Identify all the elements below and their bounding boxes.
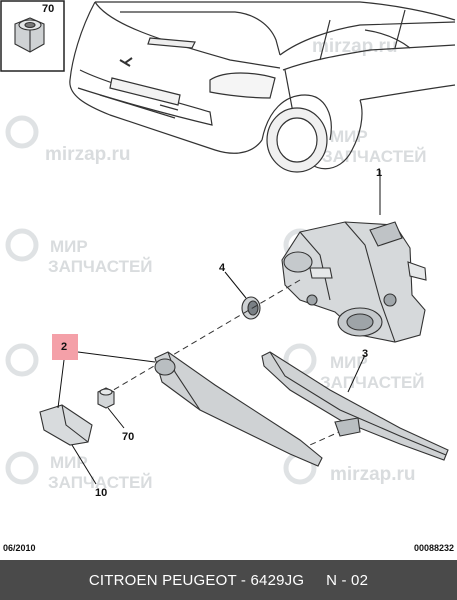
document-code: 00088232 bbox=[413, 543, 454, 553]
watermark-site: mirzap.ru bbox=[312, 36, 398, 57]
watermark-line2: ЗАПЧАСТЕЙ bbox=[320, 373, 425, 392]
watermark-line1: МИР bbox=[50, 453, 88, 472]
part-1-wiper-motor bbox=[281, 221, 427, 343]
callout-4: 4 bbox=[219, 262, 226, 274]
watermark-site: mirzap.ru bbox=[45, 144, 131, 165]
watermark-site: mirzap.ru bbox=[330, 464, 416, 485]
callout-2-highlight bbox=[52, 334, 78, 360]
part-3-wiper-blade bbox=[261, 351, 449, 461]
callout-70: 70 bbox=[122, 431, 134, 443]
watermark-line1: МИР bbox=[330, 353, 368, 372]
car-rear-outline bbox=[69, 1, 456, 173]
callout-10: 10 bbox=[95, 487, 107, 499]
watermark-line1: МИР bbox=[330, 127, 368, 146]
callout-3: 3 bbox=[362, 348, 368, 360]
watermark-line2: ЗАПЧАСТЕЙ bbox=[48, 257, 153, 276]
nut-icon bbox=[14, 17, 45, 53]
watermark-line2: ЗАПЧАСТЕЙ bbox=[322, 147, 427, 166]
part-2-wiper-arm bbox=[39, 351, 323, 467]
footer-page: N - 02 bbox=[326, 571, 369, 589]
watermark-layer: mirzap.ru mirzap.ru mirzap.ru МИР ЗАПЧАС… bbox=[5, 36, 427, 492]
parts-diagram: mirzap.ru mirzap.ru mirzap.ru МИР ЗАПЧАС… bbox=[0, 0, 456, 499]
inset-label: 70 bbox=[42, 3, 54, 15]
callout-2: 2 bbox=[61, 341, 67, 353]
footer-bar: CITROEN PEUGEOT - 6429JG N - 02 bbox=[0, 560, 457, 600]
date-code: 06/2010 bbox=[3, 543, 36, 553]
watermark-line1: МИР bbox=[50, 237, 88, 256]
callout-1: 1 bbox=[376, 167, 382, 179]
part-70-nut bbox=[97, 387, 115, 409]
part-4-cap bbox=[241, 296, 261, 320]
watermark-line2: ЗАПЧАСТЕЙ bbox=[48, 473, 153, 492]
footer-title: CITROEN PEUGEOT - 6429JG bbox=[88, 571, 305, 589]
inset-box: 70 bbox=[0, 0, 65, 72]
